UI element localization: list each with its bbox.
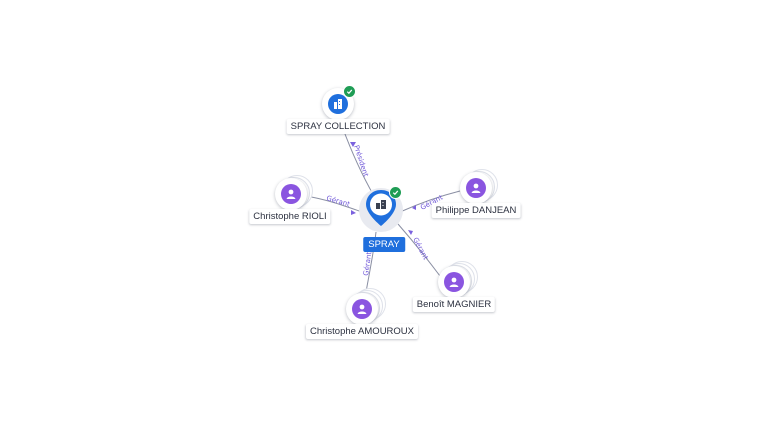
node-circle	[460, 172, 492, 204]
node-label-benoit-magnier[interactable]: Benoît MAGNIER	[412, 297, 496, 312]
person-icon	[444, 272, 464, 292]
edge-label-gerant-rioli: Gérant	[325, 194, 351, 208]
edge-arrow-icon	[351, 210, 356, 215]
edge-arrow-icon	[408, 230, 413, 235]
edge-arrow-icon	[412, 205, 416, 210]
node-benoit-magnier[interactable]	[438, 261, 478, 298]
node-label-spray-collection[interactable]: SPRAY COLLECTION	[286, 119, 390, 134]
verified-check-icon	[389, 186, 402, 199]
edge-arrow-icon	[350, 142, 356, 147]
node-label-christophe-rioli[interactable]: Christophe RIOLI	[249, 209, 331, 224]
building-icon	[328, 94, 348, 114]
node-spray-center[interactable]	[359, 186, 405, 234]
node-circle	[275, 178, 307, 210]
node-label-philippe-danjean[interactable]: Philippe DANJEAN	[431, 203, 521, 218]
building-icon	[376, 200, 386, 209]
node-label-christophe-amouroux[interactable]: Christophe AMOUROUX	[305, 324, 419, 339]
person-icon	[352, 299, 372, 319]
edge-label-gerant-magnier: Gérant	[411, 236, 429, 261]
verified-check-icon	[343, 85, 356, 98]
node-label-spray[interactable]: SPRAY	[363, 237, 405, 252]
edge-label-president: Président	[352, 144, 370, 178]
edge-label-gerant-amouroux: Gérant	[362, 251, 373, 276]
node-philippe-danjean[interactable]	[460, 169, 498, 204]
person-icon	[466, 178, 486, 198]
node-christophe-amouroux[interactable]	[346, 288, 386, 325]
node-christophe-rioli[interactable]	[275, 175, 313, 210]
node-circle	[322, 88, 354, 120]
node-circle	[438, 266, 470, 298]
node-circle	[346, 293, 378, 325]
node-spray-collection[interactable]	[322, 85, 356, 120]
person-icon	[281, 184, 301, 204]
